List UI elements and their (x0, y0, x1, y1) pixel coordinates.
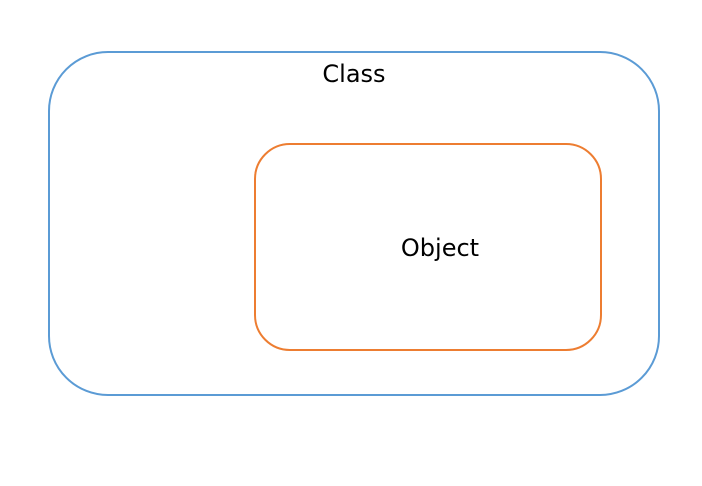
class-box (48, 51, 660, 396)
class-label: Class (322, 60, 386, 88)
object-label: Object (400, 234, 480, 262)
object-box (254, 143, 602, 351)
